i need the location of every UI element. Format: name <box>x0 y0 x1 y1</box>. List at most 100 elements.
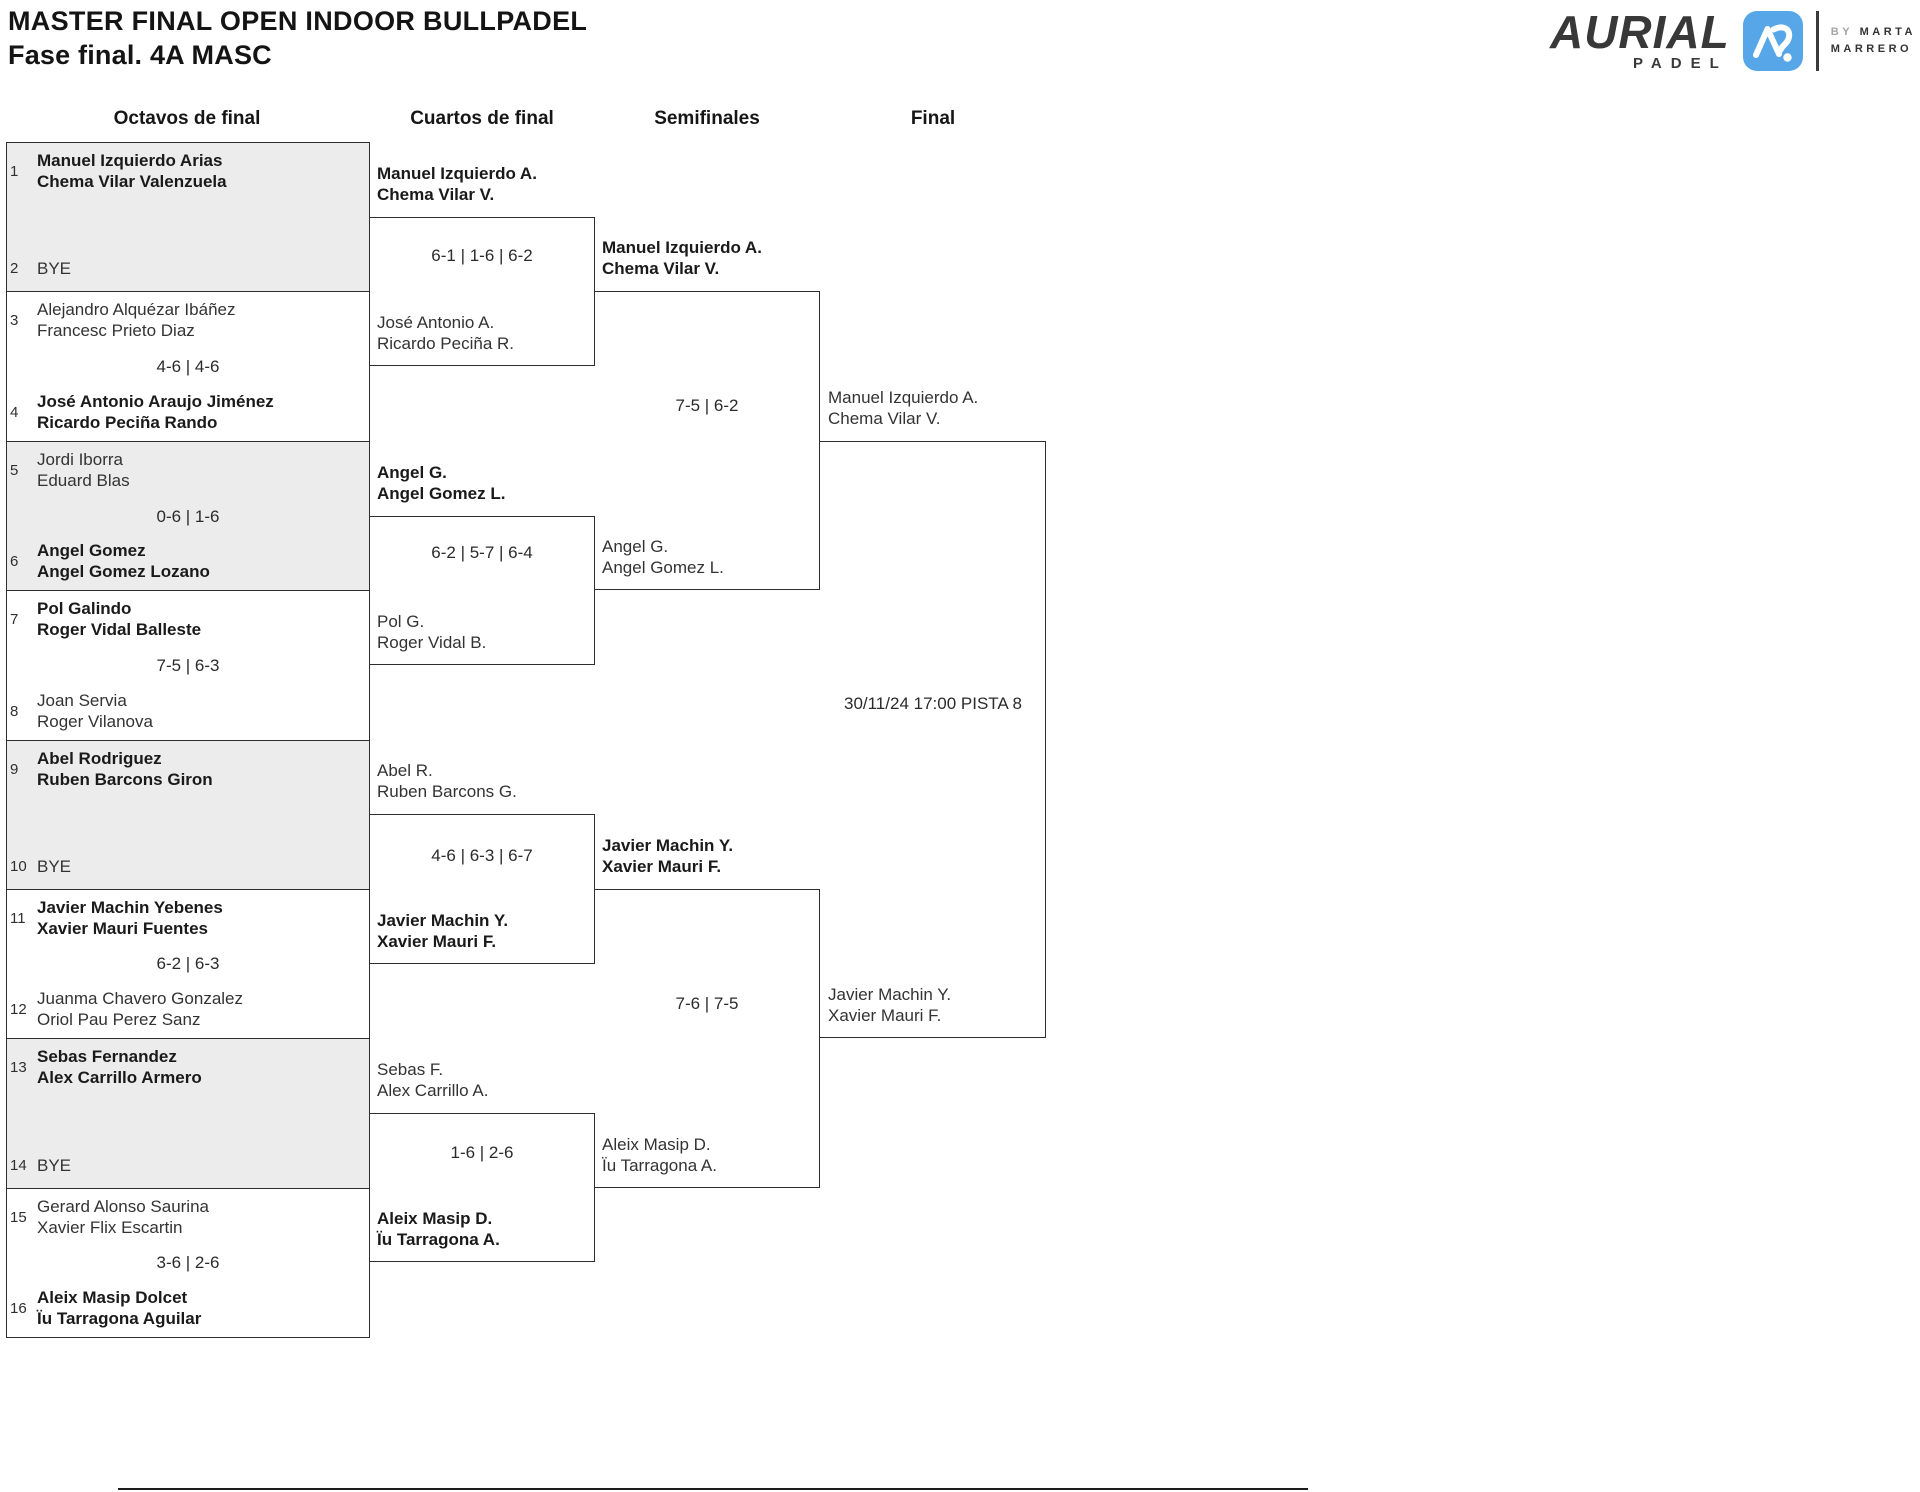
team-name: Joan Servia <box>37 691 127 710</box>
qf1-score: 6-1 | 1-6 | 6-2 <box>431 246 533 265</box>
r16-match-3-score: 0-6 | 1-6 <box>156 507 220 526</box>
sf-match-1-box <box>594 291 820 590</box>
team-name: Ricardo Peciña R. <box>377 334 515 353</box>
team-name: Ïu Tarragona Aguilar <box>37 1309 202 1328</box>
qf3-score: 4-6 | 6-3 | 6-7 <box>431 846 533 865</box>
qf4-score: 1-6 | 2-6 <box>450 1143 514 1162</box>
qf3-team-bottom: Javier Machin Y. Xavier Mauri F. <box>377 910 508 952</box>
team-name: Javier Machin Y. <box>602 836 734 855</box>
sf1-team-bottom: Angel G.Angel Gomez L. <box>602 536 724 578</box>
seed-number: 10 <box>10 858 27 875</box>
final-match-box <box>820 441 1046 1038</box>
qf2-score: 6-2 | 5-7 | 6-4 <box>431 543 533 562</box>
team-name: Manuel Izquierdo Arias <box>37 151 223 170</box>
bottom-edge-line <box>118 1488 1308 1490</box>
r16-match-6-score: 6-2 | 6-3 <box>156 954 220 973</box>
qf-match-2-box <box>369 516 595 665</box>
seed-number: 9 <box>10 760 19 778</box>
logo-byline: BY MARTA MARRERO <box>1831 24 1916 58</box>
logo-by-marta: MARTA <box>1859 26 1916 38</box>
aurial-padel-text: PADEL <box>1633 55 1728 72</box>
team-name: Javier Machin Y. <box>828 985 952 1004</box>
team-name: Roger Vidal B. <box>377 633 487 652</box>
team-name: Angel Gomez Lozano <box>37 562 210 581</box>
qf4-team-top: Sebas F.Alex Carrillo A. <box>377 1059 488 1101</box>
r16-match-2-score: 4-6 | 4-6 <box>156 357 220 376</box>
team-name: José Antonio Araujo Jiménez <box>37 392 274 411</box>
team-name: Sebas Fernandez <box>37 1047 177 1066</box>
r16-match-1-box <box>6 142 370 291</box>
final-team-top: Manuel Izquierdo A.Chema Vilar V. <box>828 387 978 429</box>
r16-seed-10-team: 10 BYE <box>10 856 71 877</box>
seed-number: 2 <box>10 260 19 277</box>
round-header-cuartos: Cuartos de final <box>410 108 554 129</box>
team-name: Xavier Mauri F. <box>377 932 497 951</box>
team-name: BYE <box>37 1156 72 1175</box>
team-name: Javier Machin Y. <box>377 911 509 930</box>
qf3-team-top: Abel R.Ruben Barcons G. <box>377 760 517 802</box>
final-team-bottom: Javier Machin Y. Xavier Mauri F. <box>828 984 951 1026</box>
team-name: Ruben Barcons Giron <box>37 770 213 789</box>
team-name: Roger Vidal Balleste <box>37 620 202 639</box>
seed-number: 7 <box>10 610 19 628</box>
page-title: MASTER FINAL OPEN INDOOR BULLPADEL <box>8 6 588 36</box>
qf2-team-bottom: Pol G. Roger Vidal B. <box>377 611 486 653</box>
aurial-wordmark: AURIAL PADEL <box>1549 6 1730 72</box>
seed-number: 4 <box>10 403 19 421</box>
team-name: Abel Rodriguez <box>37 749 162 768</box>
team-name: Angel Gomez L. <box>602 558 724 577</box>
team-name: Ïu Tarragona A. <box>602 1156 717 1175</box>
seed-number: 16 <box>10 1299 27 1317</box>
team-name: Ruben Barcons G. <box>377 782 517 801</box>
qf1-team-bottom: José Antonio A. Ricardo Peciña R. <box>377 312 514 354</box>
sf1-score: 7-5 | 6-2 <box>675 396 739 415</box>
team-name: Xavier Mauri Fuentes <box>37 919 209 938</box>
qf2-team-top: Angel G.Angel Gomez L. <box>377 462 505 504</box>
team-name: Pol Galindo <box>37 599 132 618</box>
sf2-team-top: Javier Machin Y. Xavier Mauri F. <box>602 835 733 877</box>
team-name: Xavier Mauri F. <box>828 1006 942 1025</box>
team-name: Alejandro Alquézar Ibáñez <box>37 300 236 319</box>
team-name: Jordi Iborra <box>37 450 123 469</box>
team-name: Alex Carrillo A. <box>377 1081 489 1100</box>
sf1-team-top: Manuel Izquierdo A.Chema Vilar V. <box>602 237 762 279</box>
r16-seed-16-team: 16 Aleix Masip Dolcet Ïu Tarragona Aguila… <box>10 1287 201 1329</box>
qf4-team-bottom: Aleix Masip D.Ïu Tarragona A. <box>377 1208 500 1250</box>
team-name: Pol G. <box>377 612 425 631</box>
qf1-team-top: Manuel Izquierdo A.Chema Vilar V. <box>377 163 537 205</box>
aurial-logo: AURIAL PADEL BY MARTA MARRERO <box>1549 6 1916 72</box>
team-name: Aleix Masip Dolcet <box>37 1288 188 1307</box>
team-name: Roger Vilanova <box>37 712 153 731</box>
aurial-brand-text: AURIAL <box>1549 6 1730 58</box>
round-header-final: Final <box>910 108 956 129</box>
round-header-octavos: Octavos de final <box>113 108 261 129</box>
team-name: Francesc Prieto Diaz <box>37 321 195 340</box>
team-name: Angel Gomez L. <box>377 484 506 503</box>
team-name: Juanma Chavero Gonzalez <box>37 989 244 1008</box>
aurial-app-icon <box>1742 11 1803 71</box>
r16-match-2-box <box>6 291 370 441</box>
team-name: BYE <box>37 259 72 278</box>
seed-number: 1 <box>10 162 19 180</box>
team-name: Chema Vilar Valenzuela <box>37 172 227 191</box>
r16-match-4-score: 7-5 | 6-3 <box>156 656 220 675</box>
team-name: Xavier Mauri F. <box>602 857 722 876</box>
r16-match-7-box <box>6 1038 370 1188</box>
team-name: Aleix Masip D. <box>377 1209 493 1228</box>
team-name: Xavier Flix Escartin <box>37 1218 183 1237</box>
seed-number: 8 <box>10 702 19 720</box>
final-schedule: 30/11/24 17:00 PISTA 8 <box>843 694 1022 713</box>
team-name: Ricardo Peciña Rando <box>37 413 218 432</box>
seed-number: 11 <box>10 909 26 927</box>
team-name: Chema Vilar V. <box>602 259 720 278</box>
team-name: Alex Carrillo Armero <box>37 1068 202 1087</box>
team-name: José Antonio A. <box>377 313 495 332</box>
